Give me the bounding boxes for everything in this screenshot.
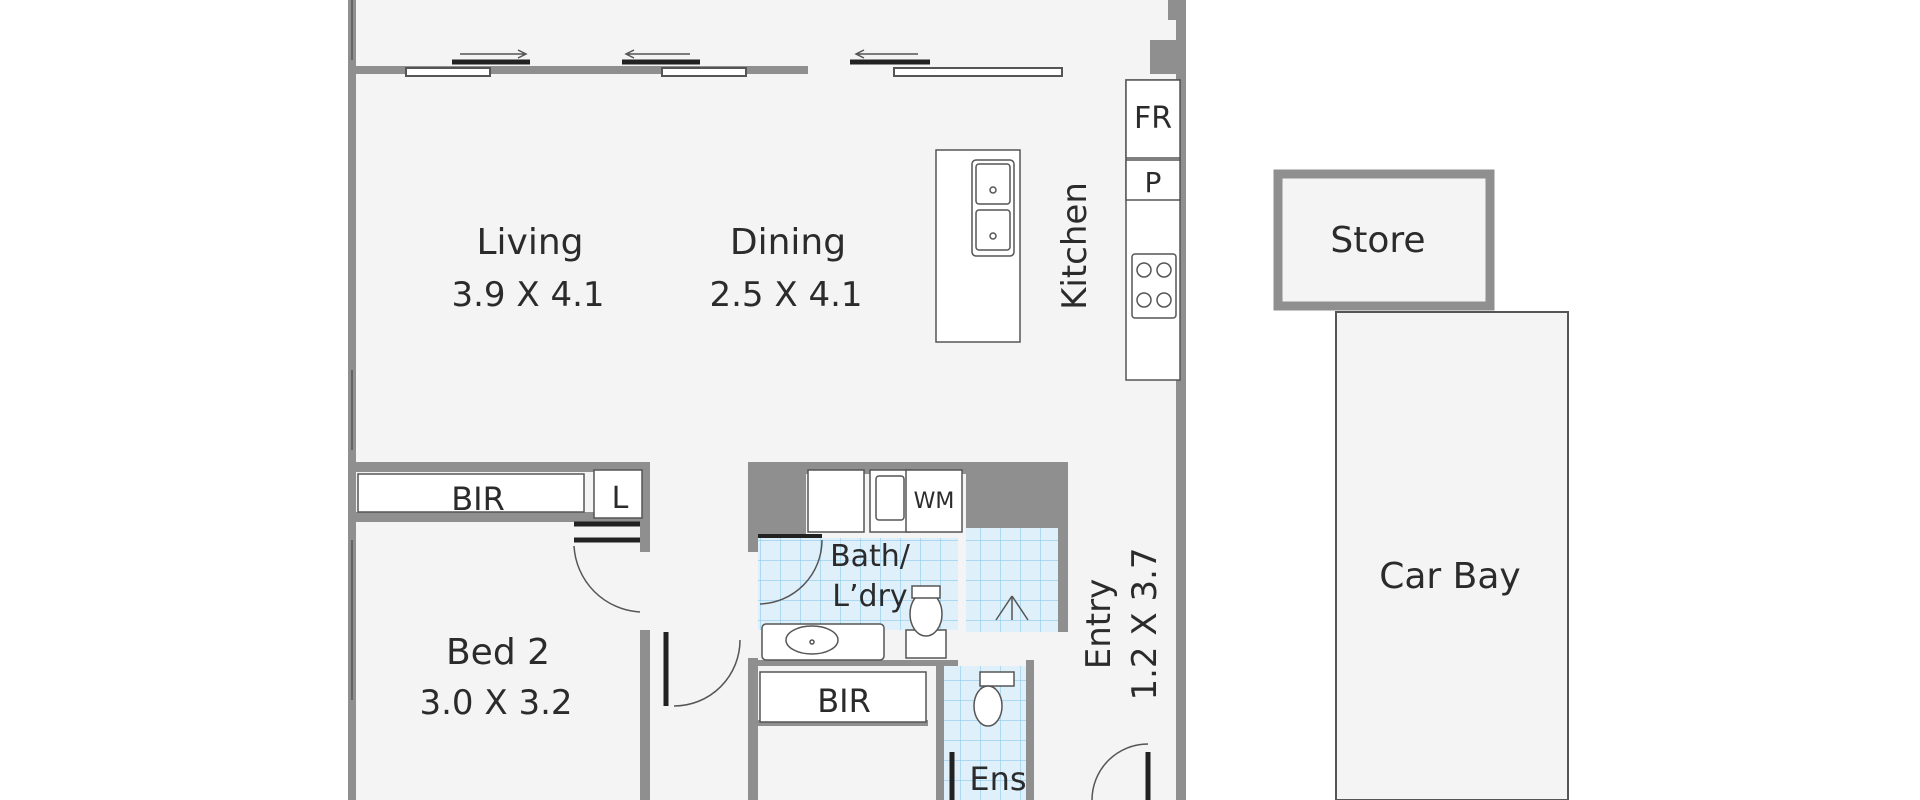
car-bay-name: Car Bay bbox=[1379, 556, 1521, 597]
bir-top bbox=[357, 469, 643, 527]
linen-label: L bbox=[612, 481, 629, 516]
wm-label: WM bbox=[914, 489, 955, 514]
bir-top-label: BIR bbox=[451, 480, 505, 518]
kitchen-name: Kitchen bbox=[1055, 182, 1095, 310]
kitchen-island bbox=[935, 149, 1021, 343]
store-name: Store bbox=[1330, 220, 1425, 261]
bir-mid-label: BIR bbox=[817, 682, 871, 720]
kitchen-bench bbox=[1125, 79, 1181, 381]
ensuite-label: Ens bbox=[969, 760, 1026, 798]
hall-door bbox=[663, 632, 741, 707]
bed2-door bbox=[573, 537, 641, 613]
living-name: Living bbox=[476, 222, 583, 263]
sliding-doors bbox=[351, 0, 1063, 700]
dining-dims: 2.5 X 4.1 bbox=[709, 275, 862, 315]
bath-label-line1: Bath/ bbox=[830, 539, 911, 574]
room-labels: Living 3.9 X 4.1 Dining 2.5 X 4.1 Kitche… bbox=[419, 101, 1520, 798]
pantry-label: P bbox=[1145, 166, 1162, 199]
dining-name: Dining bbox=[730, 222, 846, 263]
fridge-label: FR bbox=[1134, 101, 1172, 136]
entry-door bbox=[1091, 743, 1151, 800]
entry-name: Entry bbox=[1079, 579, 1119, 669]
living-dims: 3.9 X 4.1 bbox=[451, 275, 604, 315]
store-room bbox=[1273, 169, 1495, 311]
bath-fixtures bbox=[758, 469, 1029, 661]
bed2-name: Bed 2 bbox=[446, 632, 550, 673]
entry-dims: 1.2 X 3.7 bbox=[1125, 547, 1165, 700]
bed2-dims: 3.0 X 3.2 bbox=[419, 683, 572, 723]
bath-label-line2: L’dry bbox=[832, 579, 907, 614]
bir-mid bbox=[759, 671, 927, 723]
ensuite-fixtures bbox=[949, 671, 1015, 800]
car-bay bbox=[1335, 311, 1569, 800]
